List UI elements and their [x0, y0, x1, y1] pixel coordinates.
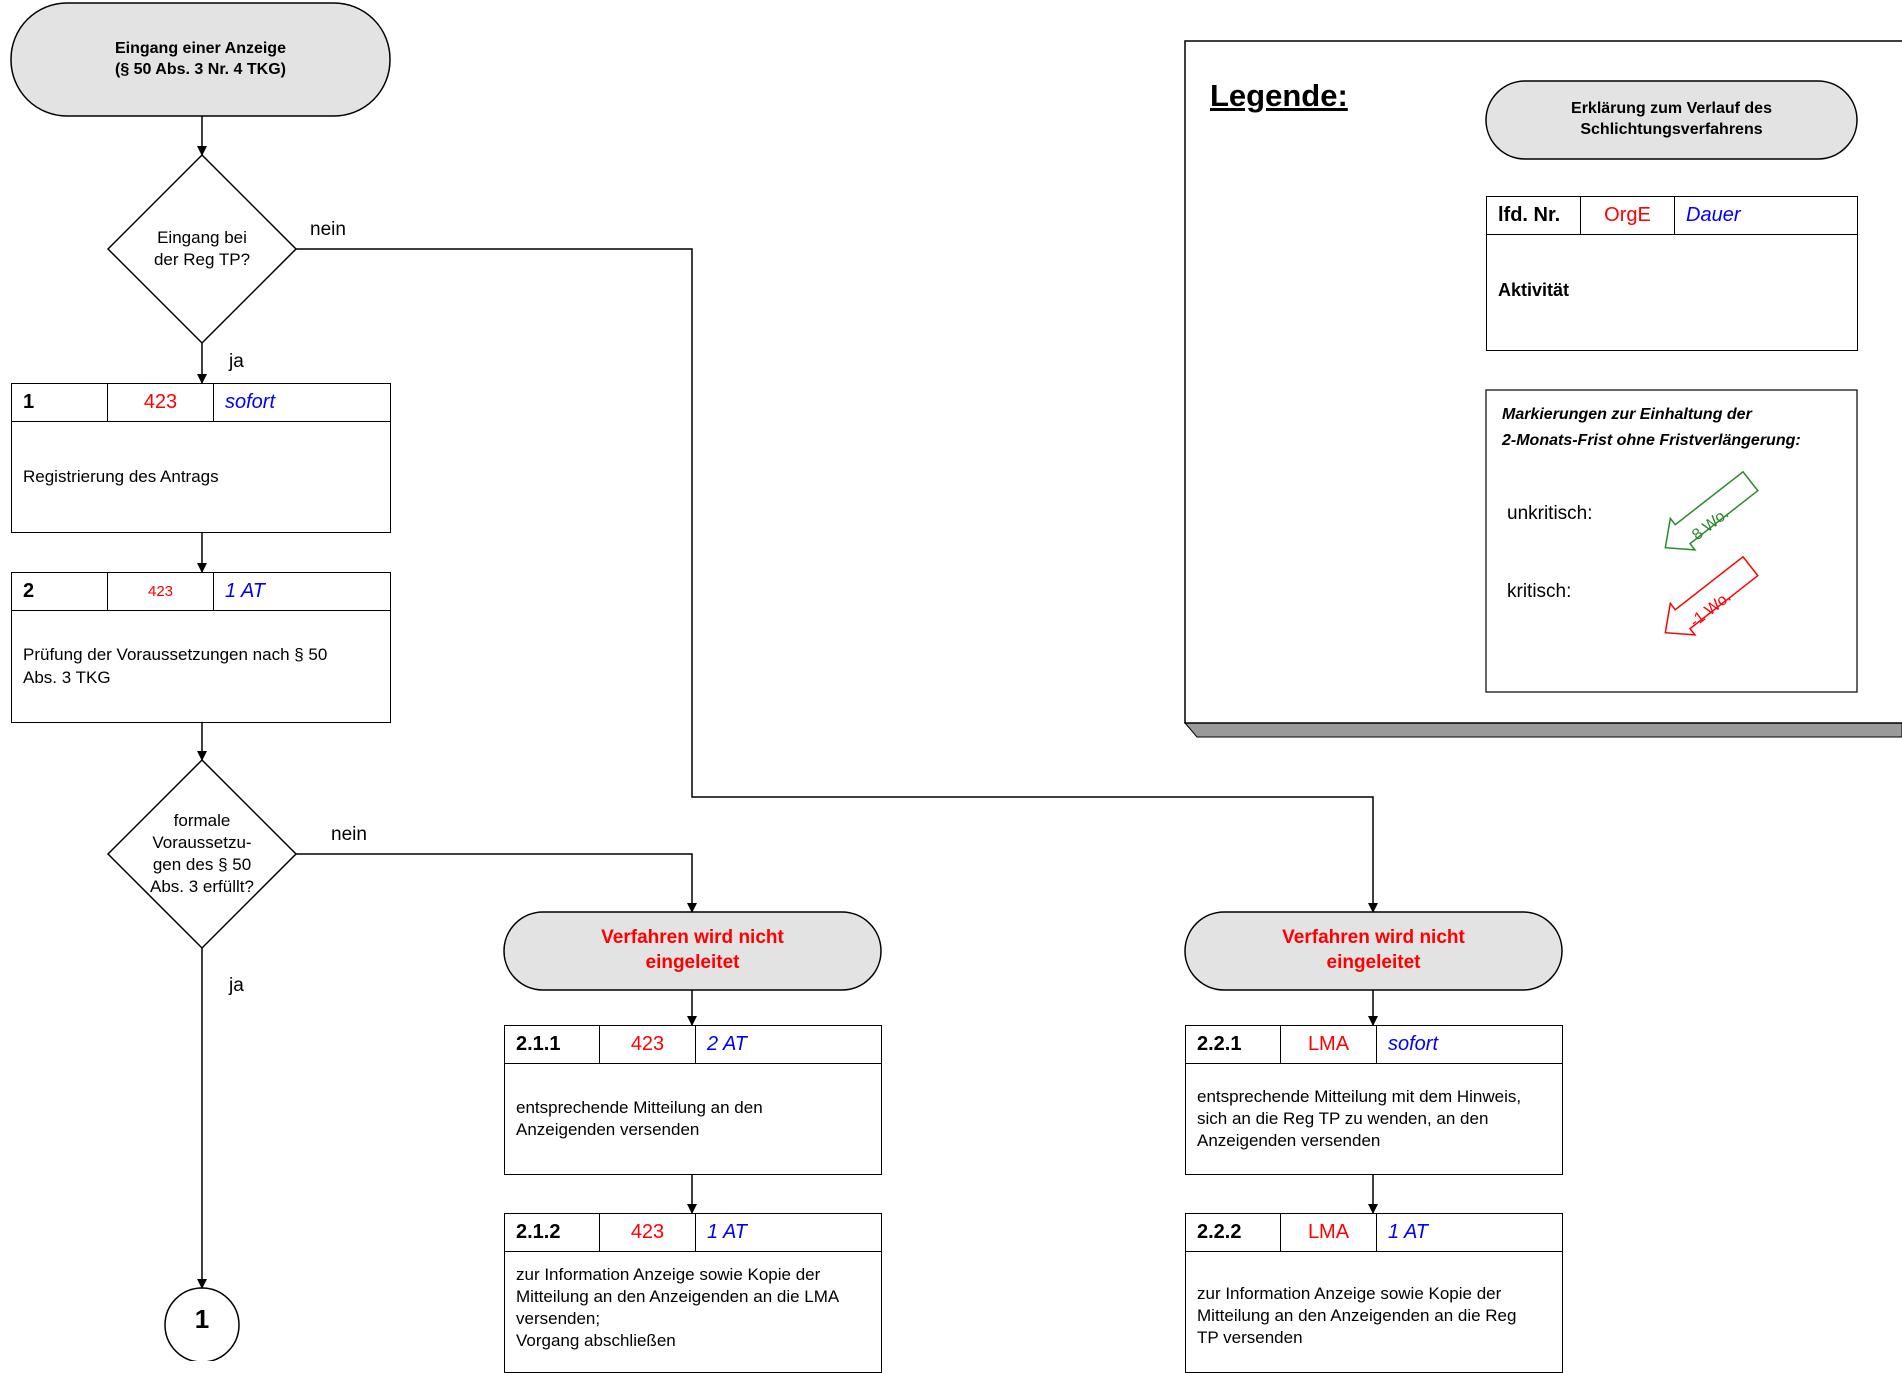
step221-org: LMA	[1280, 1026, 1377, 1063]
step221-number: 2.2.1	[1197, 1033, 1242, 1055]
activity-step-1: 1 423 sofort Registrierung des Antrags	[11, 383, 391, 533]
step1-org: 423	[107, 384, 214, 421]
critical-arrow-mark	[1664, 555, 1759, 636]
step2-duration: 1 AT	[225, 580, 266, 602]
step222-activity: zur Information Anzeige sowie Kopie der …	[1197, 1284, 1517, 1348]
decision2-nein-label: nein	[331, 824, 367, 845]
terminal-branch-2-2-label: Verfahren wird nicht eingeleitet	[1282, 927, 1465, 973]
step211-number: 2.1.1	[516, 1033, 561, 1055]
legend-marks-title: Markierungen zur Einhaltung der 2-Monats…	[1502, 406, 1801, 449]
legend-terminal-label: Erklärung zum Verlauf des Schlichtungsve…	[1571, 100, 1772, 138]
step212-number: 2.1.2	[516, 1221, 561, 1243]
activity-step-2-2-2: 2.2.2 LMA 1 AT zur Information Anzeige s…	[1185, 1213, 1563, 1373]
step2-org: 423	[107, 573, 214, 610]
legend-box-number: lfd. Nr.	[1498, 204, 1561, 226]
legend-activity-box: lfd. Nr. OrgE Dauer Aktivität	[1486, 196, 1858, 351]
arrow-decision1-nein	[296, 248, 1378, 913]
activity-step-2-1-1: 2.1.1 423 2 AT entsprechende Mitteilung …	[504, 1025, 882, 1175]
legend-box-org: OrgE	[1580, 197, 1675, 234]
start-terminal-label: Eingang einer Anzeige (§ 50 Abs. 3 Nr. 4…	[114, 39, 286, 78]
legend-title: Legende:	[1210, 78, 1348, 113]
legend-marks-box	[1485, 389, 1858, 693]
step222-org: LMA	[1280, 1214, 1377, 1251]
step221-duration: sofort	[1388, 1033, 1439, 1055]
step212-duration: 1 AT	[707, 1221, 748, 1243]
step2-number: 2	[23, 580, 35, 602]
step221-activity: entsprechende Mitteilung mit dem Hinweis…	[1197, 1086, 1522, 1151]
legend-panel-shadow	[1183, 722, 1902, 738]
connector-label: 1	[194, 1304, 210, 1334]
uncritical-arrow-mark	[1664, 470, 1759, 551]
legend-critical-label: kritisch:	[1507, 581, 1572, 602]
step1-number: 1	[23, 391, 35, 413]
decision2-text: formale Voraussetzu- gen des § 50 Abs. 3…	[150, 811, 254, 897]
step1-duration: sofort	[225, 391, 276, 413]
legend-terminal	[1485, 80, 1858, 160]
step212-org: 423	[599, 1214, 696, 1251]
decision1-nein-label: nein	[310, 219, 346, 240]
step222-number: 2.2.2	[1197, 1221, 1242, 1243]
step211-activity: entsprechende Mitteilung an den Anzeigen…	[516, 1097, 763, 1139]
step222-duration: 1 AT	[1388, 1221, 1429, 1243]
activity-step-2-2-1: 2.2.1 LMA sofort entsprechende Mitteilun…	[1185, 1025, 1563, 1175]
decision1-ja-label: ja	[229, 351, 244, 372]
step211-org: 423	[599, 1026, 696, 1063]
step1-activity: Registrierung des Antrags	[23, 466, 219, 486]
legend-uncritical-label: unkritisch:	[1507, 503, 1593, 524]
activity-step-2: 2 423 1 AT Prüfung der Voraussetzungen n…	[11, 572, 391, 723]
decision2-ja-label: ja	[229, 975, 244, 996]
legend-box-activity: Aktivität	[1498, 280, 1570, 300]
legend-box-duration: Dauer	[1686, 204, 1741, 226]
step211-duration: 2 AT	[707, 1033, 748, 1055]
step212-activity: zur Information Anzeige sowie Kopie der …	[516, 1265, 840, 1351]
activity-step-2-1-2: 2.1.2 423 1 AT zur Information Anzeige s…	[504, 1213, 882, 1373]
decision1-text: Eingang bei der Reg TP?	[153, 228, 251, 270]
arrow-decision2-nein	[296, 853, 697, 913]
terminal-branch-2-1-label: Verfahren wird nicht eingeleitet	[601, 927, 784, 973]
start-terminal	[10, 2, 391, 117]
step2-activity: Prüfung der Voraussetzungen nach § 50 Ab…	[23, 645, 328, 687]
